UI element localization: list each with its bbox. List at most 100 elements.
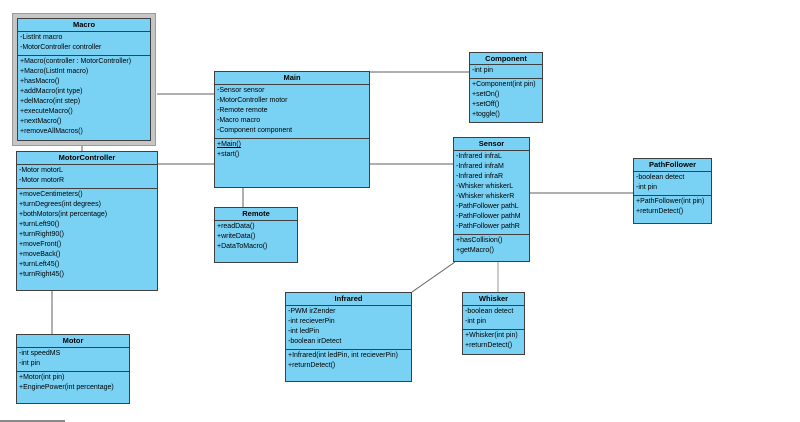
class-attributes: -Sensor sensor -MotorController motor -Rem… bbox=[215, 85, 369, 139]
class-method: +readData() bbox=[217, 223, 255, 230]
class-motor[interactable]: Motor -int speedMS -int pin +Motor(int pi… bbox=[16, 334, 130, 404]
class-attribute: -Infrared infraL bbox=[456, 153, 502, 160]
class-attributes: -Motor motorL -Motor motorR bbox=[17, 165, 157, 189]
class-main[interactable]: Main -Sensor sensor -MotorController moto… bbox=[214, 71, 370, 188]
class-method: +addMacro(int type) bbox=[20, 88, 83, 95]
class-attributes: -ListInt macro -MotorController controlle… bbox=[18, 32, 150, 56]
class-attributes: -boolean detect-int pin bbox=[634, 172, 711, 196]
class-attribute: -Remote remote bbox=[217, 107, 268, 114]
class-attribute: -Component component bbox=[217, 127, 293, 134]
class-attribute: -boolean irDetect bbox=[288, 338, 342, 345]
class-method: +turnDegrees(int degrees) bbox=[19, 201, 101, 208]
class-attribute: -int pin bbox=[636, 184, 658, 191]
class-attribute: -Whisker whiskerL bbox=[456, 183, 514, 190]
class-attributes: -boolean detect -int pin bbox=[463, 306, 524, 330]
class-attribute: -Motor motorL bbox=[19, 167, 63, 174]
class-method: +moveBack() bbox=[19, 251, 61, 258]
class-attribute: -int speedMS bbox=[19, 350, 61, 357]
class-title: Motor bbox=[17, 335, 129, 348]
class-motorcontroller[interactable]: MotorController -Motor motorL-Motor moto… bbox=[16, 151, 158, 291]
class-method: +getMacro() bbox=[456, 247, 494, 254]
class-pathfollower[interactable]: PathFollower -boolean detect-int pin +Pa… bbox=[633, 158, 712, 224]
class-attribute: -Infrared infraM bbox=[456, 163, 504, 170]
class-method: +returnDetect() bbox=[288, 362, 336, 369]
class-method: +Infrared(int ledPin, int recieverPin) bbox=[288, 352, 398, 359]
class-attribute: -Sensor sensor bbox=[217, 87, 265, 94]
class-attribute: -PWM irZender bbox=[288, 308, 336, 315]
class-macro[interactable]: Macro -ListInt macro -MotorController con… bbox=[17, 18, 151, 141]
class-methods: +PathFollower(int pin) +returnDetect() bbox=[634, 196, 711, 223]
class-component[interactable]: Component -int pin +Component(int pin)+s… bbox=[469, 52, 543, 123]
class-title: Main bbox=[215, 72, 369, 85]
class-methods: +Component(int pin) +setOn() +setOff() +tog… bbox=[470, 79, 542, 122]
class-method: +PathFollower(int pin) bbox=[636, 198, 705, 205]
class-method: +Component(int pin) bbox=[472, 81, 536, 88]
class-attribute: -PathFollower pathM bbox=[456, 213, 521, 220]
window-edge bbox=[0, 420, 65, 422]
class-methods: +moveCentimeters() +turnDegrees(int degre… bbox=[17, 189, 157, 290]
class-method: +bothMotors(int percentage) bbox=[19, 211, 108, 218]
class-method: +Macro(ListInt macro) bbox=[20, 68, 89, 75]
class-attribute: -MotorController motor bbox=[217, 97, 288, 104]
class-attribute: -Whisker whiskerR bbox=[456, 193, 515, 200]
class-remote[interactable]: Remote +readData() +writeData() +DataToMac… bbox=[214, 207, 298, 263]
class-method: +start() bbox=[217, 151, 240, 158]
class-title: Whisker bbox=[463, 293, 524, 306]
class-title: Component bbox=[470, 53, 542, 65]
class-method: +writeData() bbox=[217, 233, 256, 240]
class-method: +removeAllMacros() bbox=[20, 128, 83, 135]
class-title: Sensor bbox=[454, 138, 529, 151]
class-methods: +Whisker(int pin) +returnDetect() bbox=[463, 330, 524, 354]
class-method: +moveCentimeters() bbox=[19, 191, 83, 198]
class-attribute: -ListInt macro bbox=[20, 34, 63, 41]
class-method: +setOn() bbox=[472, 91, 500, 98]
connector-sensor-infrared[interactable] bbox=[411, 261, 456, 293]
class-method: +turnRight90() bbox=[19, 231, 64, 238]
class-title: Infrared bbox=[286, 293, 411, 306]
class-attributes: -int speedMS -int pin bbox=[17, 348, 129, 372]
class-title: Macro bbox=[18, 19, 150, 32]
class-attribute: -int ledPin bbox=[288, 328, 320, 335]
class-title: Remote bbox=[215, 208, 297, 221]
class-method: +returnDetect() bbox=[465, 342, 513, 349]
class-method: +setOff() bbox=[472, 101, 500, 108]
class-title: MotorController bbox=[17, 152, 157, 165]
class-attribute: -int pin bbox=[465, 318, 487, 325]
class-attribute: -Motor motorR bbox=[19, 177, 65, 184]
class-attribute: -Infrared infraR bbox=[456, 173, 504, 180]
class-methods: +hasCollision() +getMacro() bbox=[454, 235, 529, 261]
class-methods: +Macro(controller : MotorController)+Mac… bbox=[18, 56, 150, 140]
class-attributes: -PWM irZender -int recieverPin -int ledPin… bbox=[286, 306, 411, 350]
class-whisker[interactable]: Whisker -boolean detect -int pin +Whisker… bbox=[462, 292, 525, 355]
class-attribute: -PathFollower pathL bbox=[456, 203, 519, 210]
class-methods: +Main()+start() bbox=[215, 139, 369, 187]
class-method: +Whisker(int pin) bbox=[465, 332, 518, 339]
class-attribute: -int recieverPin bbox=[288, 318, 335, 325]
selection-frame: Macro -ListInt macro -MotorController con… bbox=[12, 13, 156, 146]
class-attribute: -MotorController controller bbox=[20, 44, 102, 51]
class-attribute: -int pin bbox=[19, 360, 41, 367]
class-infrared[interactable]: Infrared -PWM irZender -int recieverPin -i… bbox=[285, 292, 412, 382]
class-method: +delMacro(int step) bbox=[20, 98, 81, 105]
class-method: +nextMacro() bbox=[20, 118, 62, 125]
class-method: +moveFront() bbox=[19, 241, 62, 248]
class-methods: +Motor(int pin)+EnginePower(int percenta… bbox=[17, 372, 129, 403]
class-method: +executeMacro() bbox=[20, 108, 73, 115]
class-method: +Motor(int pin) bbox=[19, 374, 65, 381]
class-methods: +Infrared(int ledPin, int recieverPin) +r… bbox=[286, 350, 411, 381]
class-method: +returnDetect() bbox=[636, 208, 684, 215]
class-attribute: -PathFollower pathR bbox=[456, 223, 520, 230]
class-attribute: -Macro macro bbox=[217, 117, 261, 124]
class-method: +hasCollision() bbox=[456, 237, 503, 244]
class-method: +hasMacro() bbox=[20, 78, 60, 85]
class-attributes: -Infrared infraL -Infrared infraM -Infrare… bbox=[454, 151, 529, 235]
class-method: +turnLeft45() bbox=[19, 261, 60, 268]
class-method: +DataToMacro() bbox=[217, 243, 268, 250]
class-method: +toggle() bbox=[472, 111, 500, 118]
class-method: +turnRight45() bbox=[19, 271, 64, 278]
class-sensor[interactable]: Sensor -Infrared infraL-Infrared infraM-… bbox=[453, 137, 530, 262]
class-attribute: -boolean detect bbox=[465, 308, 514, 315]
class-methods: +readData() +writeData() +DataToMacro() bbox=[215, 221, 297, 262]
